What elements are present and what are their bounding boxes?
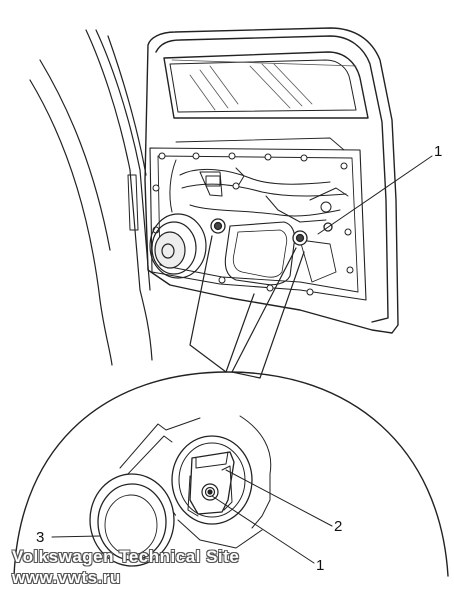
detail-panel-surface [119,415,272,549]
callout-detail-3: 3 [36,529,44,546]
detail-screw [201,483,219,501]
screw [346,266,354,274]
screw [158,152,166,160]
callout-top-1: 1 [434,143,442,160]
screw [344,228,352,236]
panel-screws [152,152,354,296]
screw [300,154,308,162]
leader-detail-1 [211,495,315,564]
leader-top-1 [317,155,433,235]
callout-detail-1: 1 [316,557,324,574]
screw [228,152,236,160]
leader-detail-3 [51,535,101,538]
body-side-frame [29,29,153,366]
leader-detail-2 [225,469,333,527]
detail-view-circle [13,371,449,577]
detail-pointer-lines [189,235,305,379]
detail-opening [171,435,253,525]
callout-leaders [51,155,433,564]
watermark-line-2: www.vwts.ru [12,568,121,587]
screw [306,288,314,296]
callout-detail-2: 2 [334,518,342,535]
window-glass-hatching [171,59,357,111]
access-caps [210,218,333,246]
screw [266,284,274,292]
screw [218,276,226,284]
door-frame [144,27,399,334]
screw [152,184,160,192]
screw [192,152,200,160]
detail-cap [89,473,175,567]
screw [264,153,272,161]
carrier-plate [224,221,337,286]
window-regulator [169,159,349,223]
watermark-line-1: Volkswagen Technical Site [12,547,240,566]
screw [232,182,240,190]
loudspeaker [149,213,207,279]
screw [340,162,348,170]
inner-door-panel [149,137,367,301]
